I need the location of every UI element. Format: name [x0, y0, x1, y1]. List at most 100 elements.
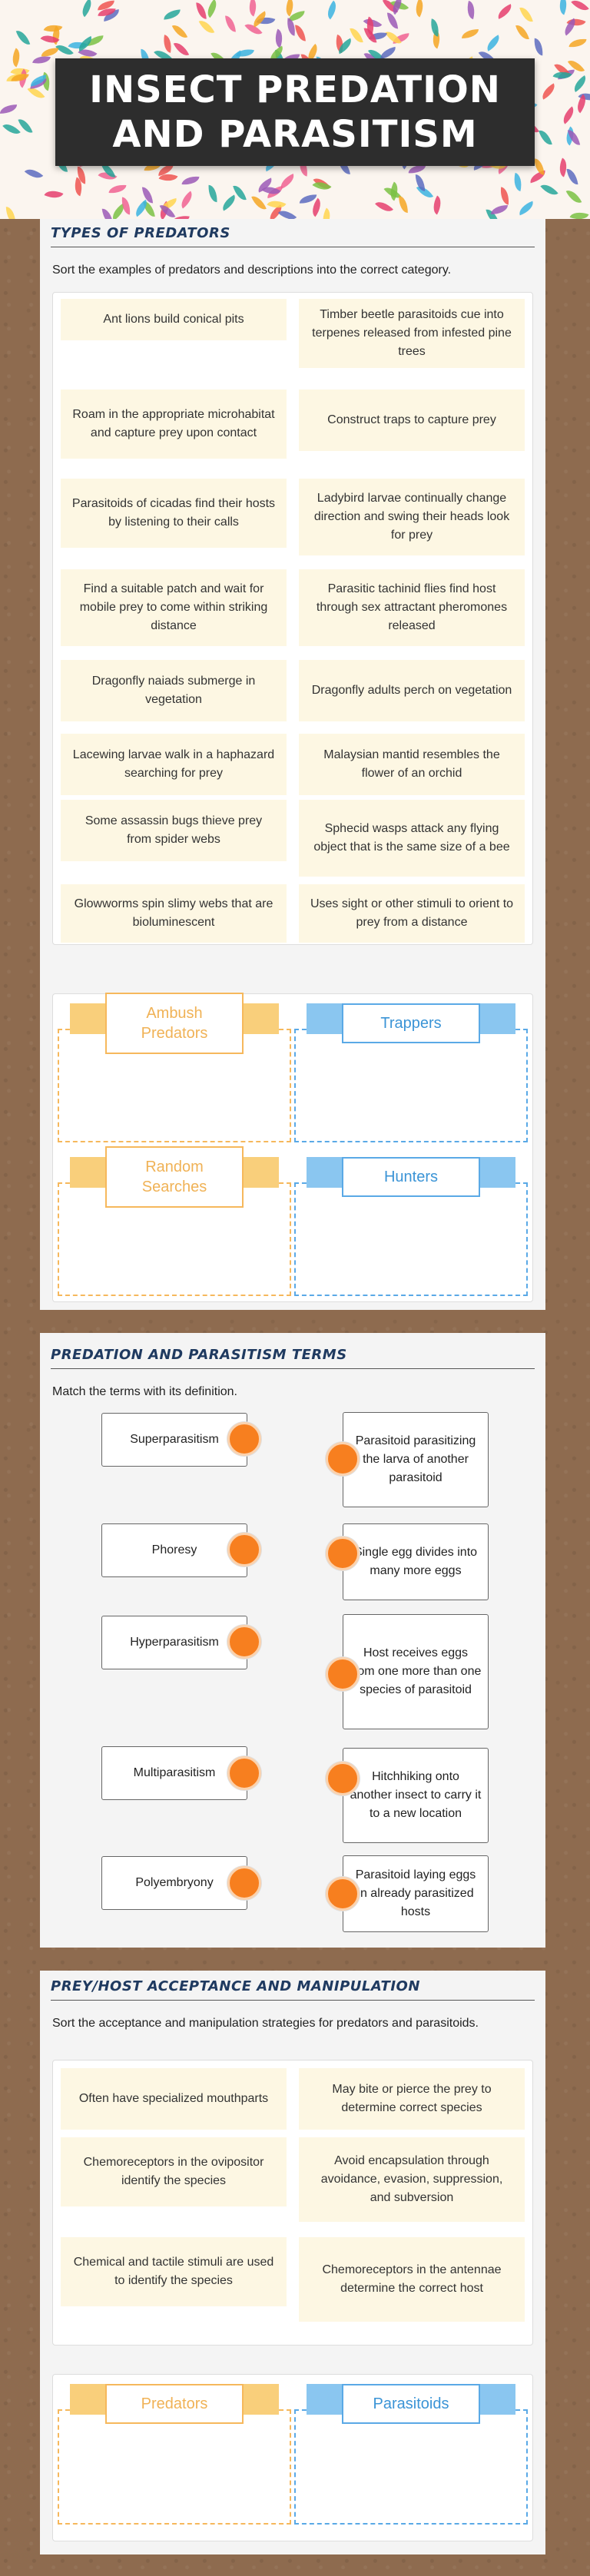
leaf-decoration [570, 75, 590, 92]
sort-card[interactable]: Ant lions build conical pits [61, 299, 287, 340]
sort-card[interactable]: Dragonfly naiads submerge in vegetation [61, 660, 287, 721]
label-ambush: Ambush Predators [58, 993, 291, 1054]
sort-card[interactable]: Avoid encapsulation through avoidance, e… [299, 2137, 525, 2222]
connector-dot[interactable] [227, 1422, 261, 1456]
sort-card[interactable]: Often have specialized mouthparts [61, 2068, 287, 2130]
connector-dot[interactable] [326, 1657, 360, 1691]
leaf-decoration [2, 119, 21, 138]
sort-card[interactable]: Glowworms spin slimy webs that are biolu… [61, 884, 287, 943]
sort-card[interactable]: Find a suitable patch and wait for mobil… [61, 569, 287, 646]
sort-card[interactable]: Chemoreceptors in the ovipositor identif… [61, 2137, 287, 2206]
leaf-decoration [323, 0, 341, 20]
sort-card[interactable]: Uses sight or other stimuli to orient to… [299, 884, 525, 943]
leaf-decoration [399, 196, 409, 214]
label-hunters: Hunters [294, 1152, 528, 1202]
leaf-decoration [412, 0, 428, 18]
leaf-decoration [171, 22, 187, 41]
leaf-decoration [219, 194, 239, 211]
sort-card[interactable]: Malaysian mantid resembles the flower of… [299, 734, 525, 795]
leaf-decoration [224, 15, 236, 33]
sort-card[interactable]: Dragonfly adults perch on vegetation [299, 660, 525, 721]
definition-box[interactable]: Hitchhiking onto another insect to carry… [343, 1748, 489, 1843]
definition-box[interactable]: Host receives eggs from one more than on… [343, 1614, 489, 1729]
sort-card[interactable]: Ladybird larvae continually change direc… [299, 479, 525, 555]
header-banner: Insect Predation and Parasitism [0, 0, 590, 219]
connector-dot[interactable] [326, 1537, 360, 1570]
title-box: Insect Predation and Parasitism [55, 58, 535, 166]
term-box[interactable]: Phoresy [101, 1523, 247, 1577]
terms-panel: Predation and Parasitism Terms Match the… [40, 1333, 545, 1948]
connector-dot[interactable] [227, 1533, 261, 1566]
sort-card[interactable]: Parasitic tachinid flies find host throu… [299, 569, 525, 646]
leaf-decoration [569, 209, 588, 219]
leaf-decoration [511, 172, 525, 191]
connector-dot[interactable] [326, 1762, 360, 1795]
leaf-decoration [571, 0, 589, 15]
definition-box[interactable]: Single egg divides into many more eggs [343, 1523, 489, 1600]
sort-card[interactable]: Lacewing larvae walk in a haphazard sear… [61, 734, 287, 795]
divider [51, 1368, 535, 1369]
category-drop-area: Predators Parasitoids [52, 2374, 533, 2541]
leaf-decoration [251, 193, 267, 213]
label-random: Random Searches [58, 1146, 291, 1208]
leaf-decoration [318, 207, 335, 219]
connector-dot[interactable] [227, 1866, 261, 1900]
leaf-decoration [8, 48, 25, 68]
sort-card[interactable]: Sphecid wasps attack any flying object t… [299, 800, 525, 877]
leaf-decoration [349, 25, 363, 45]
leaf-decoration [295, 24, 307, 42]
leaf-decoration [559, 106, 578, 124]
label-predators: Predators [58, 2379, 291, 2428]
card-pool: Ant lions build conical pits Timber beet… [52, 292, 533, 945]
leaf-decoration [15, 28, 30, 48]
sort-card[interactable]: May bite or pierce the prey to determine… [299, 2068, 525, 2130]
connector-dot[interactable] [227, 1625, 261, 1659]
leaf-decoration [533, 38, 544, 56]
leaf-decoration [199, 17, 215, 37]
definition-box[interactable]: Parasitoid parasitizing the larva of ano… [343, 1412, 489, 1507]
label-trappers: Trappers [294, 999, 528, 1048]
leaf-decoration [177, 191, 197, 209]
leaf-decoration [540, 180, 559, 200]
types-of-predators-panel: Types of Predators Sort the examples of … [40, 219, 545, 1310]
instruction-text: Sort the acceptance and manipulation str… [52, 2017, 479, 2030]
section-heading: Predation and Parasitism Terms [51, 1347, 347, 1363]
leaf-decoration [555, 0, 571, 15]
leaf-decoration [24, 164, 44, 184]
leaf-decoration [18, 116, 33, 136]
sort-card[interactable]: Construct traps to capture prey [299, 390, 525, 451]
connector-dot[interactable] [227, 1756, 261, 1790]
instruction-text: Sort the examples of predators and descr… [52, 264, 452, 277]
leaf-decoration [375, 197, 393, 217]
acceptance-panel: Prey/Host Acceptance and Manipulation So… [40, 1971, 545, 2554]
leaf-decoration [539, 83, 559, 100]
leaf-decoration [277, 173, 297, 189]
connector-dot[interactable] [326, 1877, 360, 1911]
sort-card[interactable]: Parasitoids of cicadas find their hosts … [61, 479, 287, 548]
connector-dot[interactable] [326, 1442, 360, 1476]
leaf-decoration [490, 205, 508, 215]
leaf-decoration [41, 47, 59, 58]
leaf-decoration [534, 157, 545, 176]
leaf-decoration [245, 0, 260, 17]
leaf-decoration [271, 28, 287, 48]
leaf-decoration [463, 0, 478, 20]
sort-card[interactable]: Timber beetle parasitoids cue into terpe… [299, 299, 525, 368]
leaf-decoration [102, 207, 114, 219]
term-box[interactable]: Superparasitism [101, 1413, 247, 1467]
sort-card[interactable]: Chemical and tactile stimuli are used to… [61, 2237, 287, 2306]
leaf-decoration [207, 185, 218, 203]
leaf-decoration [161, 34, 174, 53]
leaf-decoration [233, 183, 247, 203]
leaf-decoration [499, 187, 511, 205]
term-box[interactable]: Multiparasitism [101, 1746, 247, 1800]
sort-card[interactable]: Chemoreceptors in the antennae determine… [299, 2237, 525, 2322]
sort-card[interactable]: Roam in the appropriate microhabitat and… [61, 390, 287, 459]
definition-box[interactable]: Parasitoid laying eggs in already parasi… [343, 1855, 489, 1932]
leaf-decoration [163, 9, 181, 20]
leaf-decoration [429, 195, 446, 215]
term-box[interactable]: Polyembryony [101, 1856, 247, 1910]
term-box[interactable]: Hyperparasitism [101, 1616, 247, 1669]
sort-card[interactable]: Some assassin bugs thieve prey from spid… [61, 800, 287, 861]
instruction-text: Match the terms with its definition. [52, 1385, 237, 1398]
